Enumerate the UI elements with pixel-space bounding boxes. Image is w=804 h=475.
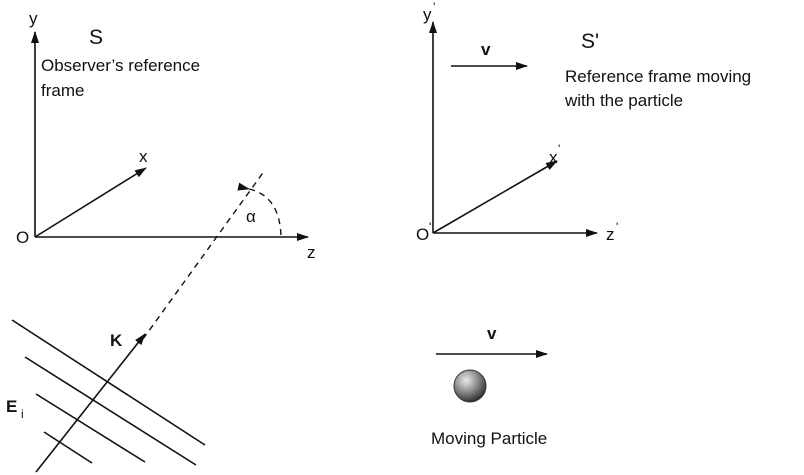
sp-x-axis-label: x [549, 148, 558, 167]
moving-particle [453, 369, 487, 403]
s-x-axis [34, 167, 147, 238]
field-subscript: i [21, 407, 24, 421]
sp-z-axis-label: z [606, 225, 615, 244]
wave-vector-label: K [110, 331, 123, 350]
sp-frame-caption-line1: Reference frame moving [565, 67, 751, 86]
incident-wave: K E i [6, 169, 266, 473]
alpha-label: α [246, 207, 256, 226]
frame-s: y x z O S Observer’s reference frame α [16, 9, 316, 262]
alpha-arc [237, 182, 282, 238]
sp-velocity-label: v [481, 40, 491, 59]
wave-vector-arrow [35, 333, 146, 473]
s-origin-label: O [16, 228, 29, 247]
sp-origin-label: O [416, 225, 429, 244]
sp-x-axis [432, 160, 558, 234]
wavefront-2 [24, 356, 197, 466]
sp-x-axis-prime: ' [558, 142, 560, 156]
particle-velocity-label: v [487, 324, 497, 343]
s-x-axis-label: x [139, 147, 148, 166]
s-frame-name: S [89, 26, 103, 49]
s-z-axis-label: z [307, 243, 316, 262]
s-y-axis-label: y [29, 9, 38, 28]
sp-frame-name: S' [581, 30, 599, 53]
moving-particle-group: v Moving Particle [431, 324, 548, 448]
s-frame-caption-line1: Observer’s reference [41, 56, 200, 75]
sp-y-axis-label: y [423, 5, 432, 24]
s-frame-caption-line2: frame [41, 81, 84, 100]
sp-origin-prime: ' [429, 220, 431, 234]
frame-s-prime: y ' x ' z ' O ' v S' Reference frame mov… [416, 0, 751, 244]
sp-frame-caption-line2: with the particle [564, 91, 683, 110]
wavefront-4 [43, 431, 93, 464]
wavefront-1 [11, 319, 206, 446]
wavefront-3 [35, 393, 146, 463]
sp-y-axis-prime: ' [433, 0, 435, 14]
wave-vector-extension [142, 169, 266, 340]
particle-caption: Moving Particle [431, 429, 547, 448]
field-label: E [6, 397, 17, 416]
sp-z-axis-prime: ' [616, 220, 618, 234]
